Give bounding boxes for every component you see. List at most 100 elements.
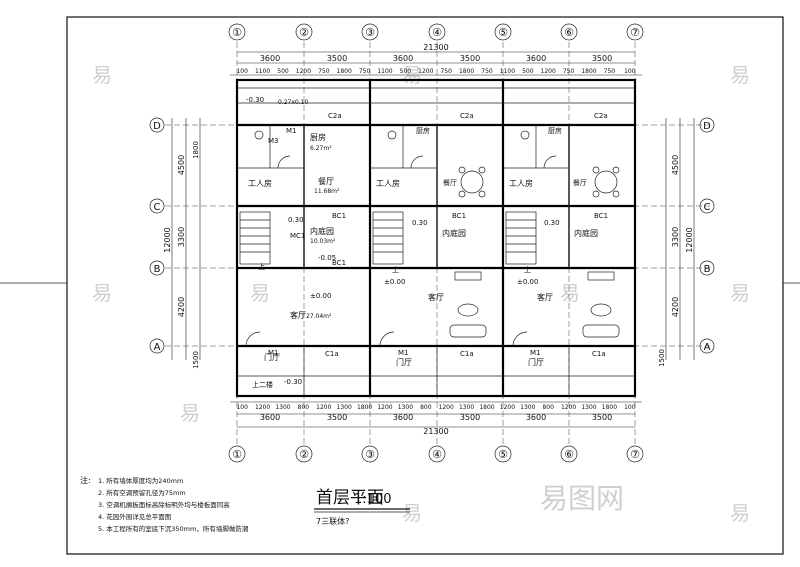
tv-cabinet [454, 271, 482, 281]
elevation-label: -0.05 [318, 254, 336, 262]
room-label: 客厅 [290, 310, 306, 320]
toilet [387, 130, 397, 140]
dimension: 3300 [177, 227, 186, 247]
window-label: BC1 [594, 212, 608, 220]
window-label: C1a [460, 350, 474, 358]
unit-3-labels: 厨房 工人房 餐厅 内庭园 客厅 门厅 0.30 ±0.00 C2a C1a M… [509, 112, 608, 367]
furniture [254, 130, 620, 338]
detail-dimension: 1100 [377, 68, 392, 75]
detail-dimension: 800 [542, 404, 554, 411]
room-label: 内庭园 [442, 228, 466, 238]
watermark-glyph: 易 [730, 63, 750, 87]
axis-label: A [704, 342, 711, 353]
watermark-glyph: 易 [250, 281, 270, 305]
note-line: 3. 空调机搁板面标高除标明外均与楼板面同高 [98, 500, 230, 509]
dimension: 3600 [393, 413, 413, 422]
dimension: 3500 [327, 54, 347, 63]
total-width-top: 21300 [423, 43, 448, 52]
detail-dimension: 750 [604, 68, 616, 75]
detail-dimension: 1200 [541, 68, 556, 75]
detail-dimension: 1300 [398, 404, 413, 411]
drawing-scale: 1:100 [354, 492, 391, 507]
general-notes: 注: 1. 所有墙体厚度均为240mm 2. 所有空调预留孔径为75mm 3. … [80, 475, 249, 533]
door-label: MC1 [290, 232, 305, 240]
window-label: C1a [592, 350, 606, 358]
detail-dimension: 100 [624, 404, 636, 411]
axis-label: D [153, 121, 161, 132]
toilet [254, 130, 264, 140]
detail-dimension: 1200 [561, 404, 576, 411]
coffee-table [457, 303, 479, 317]
room-label: 厨房 [416, 126, 430, 135]
axis-label: ⑤ [498, 448, 508, 461]
detail-dimension: 1100 [500, 68, 515, 75]
dimension: 3600 [260, 54, 280, 63]
elevation-label: 0.30 [412, 219, 428, 227]
dimension: 3500 [592, 413, 612, 422]
hood-label: 0.27x0.10 [278, 99, 308, 106]
top-dimensions: 21300 3600 3500 3600 3500 3600 3500 [230, 43, 642, 76]
axis-label: ⑤ [498, 26, 508, 39]
door-label: M1 [398, 349, 409, 357]
axis-label: ③ [365, 448, 375, 461]
room-area: 6.27m² [310, 145, 332, 152]
elevation-label: ±0.00 [384, 278, 405, 286]
grid-bubbles-bottom: ① ② ③ ④ ⑤ ⑥ ⑦ [228, 445, 644, 463]
axis-label: ② [299, 448, 309, 461]
axis-label: C [704, 202, 711, 213]
detail-dimension: 750 [318, 68, 330, 75]
detail-dimension: 1300 [520, 404, 535, 411]
room-area: 27.04m² [306, 313, 332, 320]
watermark-text: 易图网 [540, 482, 624, 515]
detail-dimension: 800 [298, 404, 310, 411]
room-label: 门厅 [528, 357, 544, 367]
detail-dimension: 500 [400, 68, 412, 75]
door-label: M3 [268, 137, 279, 145]
detail-dimension: 1300 [337, 404, 352, 411]
detail-dimension: 100 [236, 404, 248, 411]
grid-bubbles-rows: D C B A D C B A [149, 117, 715, 354]
room-label: 餐厅 [318, 177, 334, 186]
door-label: M1 [268, 349, 279, 357]
dimension: 1500 [658, 349, 666, 367]
detail-dimension: 1300 [581, 404, 596, 411]
axis-label: C [154, 202, 161, 213]
dimension: 3300 [671, 227, 680, 247]
dining-table [460, 170, 484, 194]
dimension: 3600 [260, 413, 280, 422]
dimension: 4500 [177, 155, 186, 175]
detail-dimension: 1800 [459, 68, 474, 75]
window-label: C2a [328, 112, 342, 120]
detail-dimension: 1800 [581, 68, 596, 75]
watermark-glyph: 易 [92, 281, 112, 305]
room-label: 内庭园 [310, 226, 334, 236]
detail-dimension: 1100 [255, 68, 270, 75]
axis-label: A [154, 342, 161, 353]
elevation-label: ±0.00 [310, 292, 331, 300]
coffee-table [590, 303, 612, 317]
axis-label: D [703, 121, 711, 132]
dining-table [594, 170, 618, 194]
drawing-title: 首层平面 [316, 488, 384, 508]
stair-up-label: 上 [524, 265, 531, 274]
dimension: 1800 [192, 141, 200, 159]
detail-dimension: 750 [359, 68, 371, 75]
detail-dimension: 500 [277, 68, 289, 75]
room-label: 内庭园 [574, 228, 598, 238]
detail-dimension: 1300 [275, 404, 290, 411]
door-label: M1 [530, 349, 541, 357]
detail-dimension: 800 [420, 404, 432, 411]
room-label: 客厅 [537, 292, 553, 302]
watermark-glyph: 易 [560, 281, 580, 305]
dimension: 3600 [393, 54, 413, 63]
sofa [582, 324, 620, 338]
room-label: 工人房 [248, 178, 272, 188]
detail-dimension: 100 [624, 68, 636, 75]
sofa [449, 324, 487, 338]
room-label: 餐厅 [573, 178, 587, 187]
elevation-label: ±0.00 [517, 278, 538, 286]
watermark-glyph: 易 [180, 401, 200, 425]
room-label: 餐厅 [443, 178, 457, 187]
